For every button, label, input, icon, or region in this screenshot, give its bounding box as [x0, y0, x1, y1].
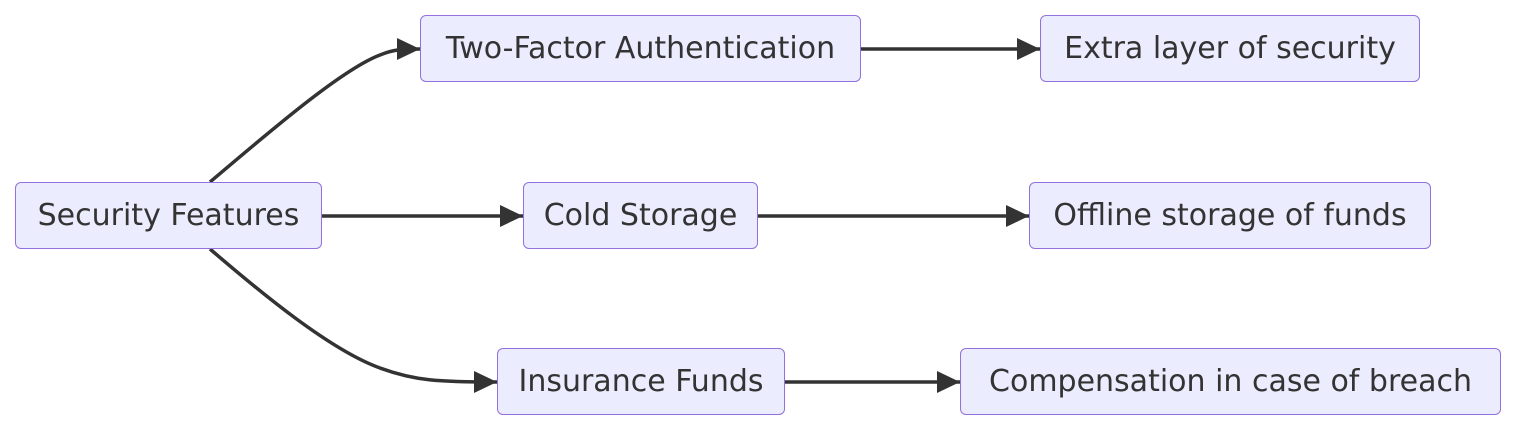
edge-root-to-insurance	[208, 247, 498, 384]
node-cold-storage: Cold Storage	[523, 182, 758, 249]
arrowhead-extra-layer	[1017, 38, 1040, 60]
node-insurance-funds: Insurance Funds	[497, 348, 785, 415]
arrowhead-two-factor	[397, 38, 420, 60]
node-label: Extra layer of security	[1064, 31, 1396, 66]
node-extra-layer-of-security: Extra layer of security	[1040, 15, 1420, 82]
node-label: Security Features	[37, 198, 300, 233]
node-security-features: Security Features	[15, 182, 322, 249]
node-label: Offline storage of funds	[1053, 198, 1407, 233]
node-label: Cold Storage	[543, 198, 738, 233]
arrowhead-insurance	[474, 371, 497, 393]
node-label: Compensation in case of breach	[989, 364, 1472, 399]
arrowhead-compensation	[937, 371, 960, 393]
node-two-factor-authentication: Two-Factor Authentication	[420, 15, 861, 82]
node-offline-storage-of-funds: Offline storage of funds	[1029, 182, 1431, 249]
arrowhead-cold-storage	[500, 205, 523, 227]
arrowhead-offline	[1006, 205, 1029, 227]
node-label: Insurance Funds	[518, 364, 764, 399]
edge-root-to-two-factor	[208, 47, 421, 184]
node-label: Two-Factor Authentication	[445, 31, 836, 66]
node-compensation-in-case-of-breach: Compensation in case of breach	[960, 348, 1501, 415]
